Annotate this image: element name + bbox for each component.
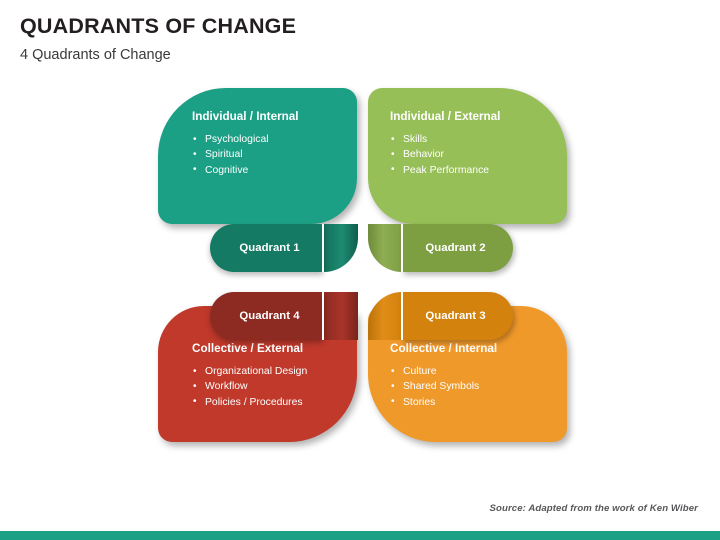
quadrant-label-1[interactable]: Quadrant 1 — [210, 224, 323, 272]
panel-heading: Collective / External — [192, 342, 304, 355]
quadrant-label-text: Quadrant 4 — [239, 310, 300, 322]
quadrant-4-corner-cap — [323, 292, 358, 340]
list-item: Stories — [390, 395, 549, 411]
quadrant-panel-individual-internal[interactable]: Individual / Internal Psychological Spir… — [158, 88, 357, 224]
quadrant-panel-individual-external[interactable]: Individual / External Skills Behavior Pe… — [368, 88, 567, 224]
quadrant-label-background — [402, 292, 513, 340]
quadrant-1-divider — [322, 224, 324, 272]
corner-cap-fill — [368, 292, 402, 340]
quadrant-label-background — [402, 224, 513, 272]
panel-heading: Individual / Internal — [192, 110, 299, 123]
quadrant-label-2[interactable]: Quadrant 2 — [402, 224, 513, 272]
page-title: QUADRANTS OF CHANGE — [20, 14, 297, 38]
list-item: Workflow — [192, 380, 341, 395]
quadrant-label-text: Quadrant 2 — [425, 242, 486, 254]
slide-header: QUADRANTS OF CHANGE 4 Quadrants of Chang… — [20, 14, 700, 63]
panel-bullet-list: Psychological Spiritual Cognitive — [192, 133, 341, 178]
panel-bullet-list: Skills Behavior Peak Performance — [390, 133, 547, 178]
quadrant-4-divider — [322, 292, 324, 340]
quadrants-diagram: Individual / Internal Psychological Spir… — [0, 78, 720, 498]
panel-heading: Individual / External — [390, 110, 501, 123]
page-subtitle: 4 Quadrants of Change — [20, 46, 171, 63]
list-item: Organizational Design — [192, 365, 325, 380]
panel-bullet-list: Organizational Design Workflow Policies … — [192, 365, 341, 410]
list-item: Skills — [390, 133, 547, 148]
corner-cap-fill — [368, 224, 402, 272]
list-item: Policies / Procedures — [192, 395, 341, 411]
quadrant-label-text: Quadrant 3 — [425, 310, 486, 322]
corner-cap-fill — [323, 224, 358, 272]
panel-content: Collective / External Organizational Des… — [158, 306, 357, 442]
panel-content: Collective / Internal Culture Shared Sym… — [368, 306, 567, 442]
list-item: Shared Symbols — [390, 380, 549, 395]
list-item: Culture — [390, 365, 549, 380]
list-item: Psychological — [192, 133, 341, 148]
quadrant-label-4[interactable]: Quadrant 4 — [210, 292, 323, 340]
bottom-accent-bar — [0, 531, 720, 540]
panel-content: Individual / Internal Psychological Spir… — [158, 88, 357, 224]
quadrant-label-3[interactable]: Quadrant 3 — [402, 292, 513, 340]
quadrant-label-text: Quadrant 1 — [239, 242, 300, 254]
quadrant-1-corner-cap — [323, 224, 358, 272]
quadrant-panel-collective-external[interactable]: Collective / External Organizational Des… — [158, 306, 357, 442]
panel-heading: Collective / Internal — [390, 342, 498, 355]
corner-cap-fill — [323, 292, 358, 340]
list-item: Peak Performance — [390, 163, 547, 179]
source-attribution: Source: Adapted from the work of Ken Wib… — [489, 503, 698, 514]
quadrant-2-corner-cap — [368, 224, 402, 272]
list-item: Behavior — [390, 148, 547, 163]
quadrant-3-divider — [401, 292, 403, 340]
list-item: Spiritual — [192, 148, 341, 163]
panel-content: Individual / External Skills Behavior Pe… — [368, 88, 567, 224]
quadrant-label-background — [210, 292, 323, 340]
quadrant-label-background — [210, 224, 323, 272]
quadrant-2-divider — [401, 224, 403, 272]
quadrant-3-corner-cap — [368, 292, 402, 340]
list-item: Cognitive — [192, 163, 341, 179]
panel-bullet-list: Culture Shared Symbols Stories — [390, 365, 549, 410]
